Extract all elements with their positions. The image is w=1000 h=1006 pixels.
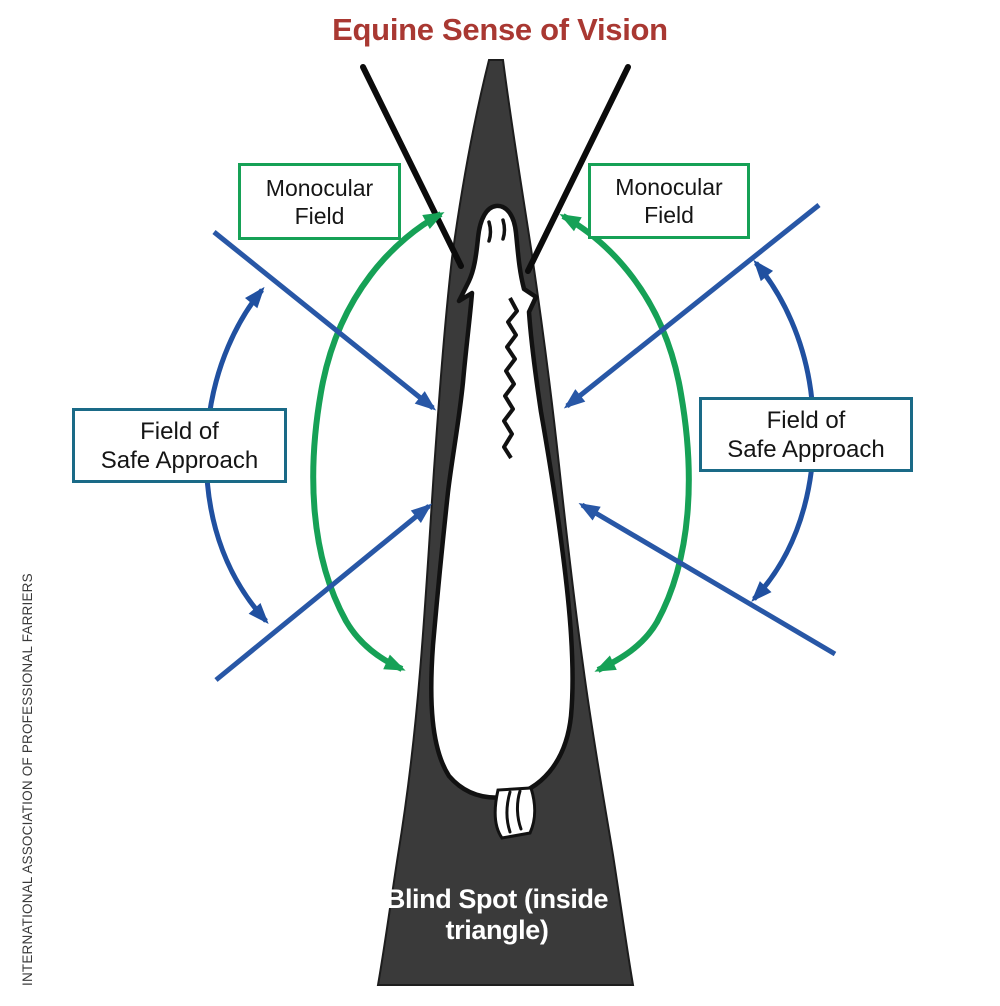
- monocular-field-label-left: Monocular Field: [238, 163, 401, 240]
- blind-spot-line2: (inside triangle): [445, 884, 609, 945]
- monocular-field-right-line2: Field: [644, 202, 694, 228]
- monocular-field-right-line1: Monocular: [615, 174, 723, 200]
- monocular-field-arc-right: [559, 213, 692, 673]
- safe-approach-right-line2: Safe Approach: [727, 435, 885, 463]
- safe-approach-arrow-upper-left: [212, 230, 437, 411]
- binocular-boundary-line-right: [525, 64, 631, 274]
- safe-approach-right-line1: Field of: [766, 406, 846, 434]
- safe-approach-left-line1: Field of: [140, 417, 219, 445]
- horse-tail: [493, 786, 537, 840]
- horse-mane-line: [502, 297, 519, 460]
- monocular-field-label-right: Monocular Field: [588, 163, 750, 239]
- monocular-field-left-line2: Field: [294, 202, 345, 229]
- attribution-vertical-text: INTERNATIONAL ASSOCIATION OF PROFESSIONA…: [20, 573, 35, 986]
- monocular-field-left-line1: Monocular: [265, 174, 374, 201]
- safe-approach-arrow-lower-left: [214, 503, 433, 682]
- safe-approach-arrow-upper-right: [563, 203, 821, 409]
- blind-spot-label: Blind Spot (inside triangle): [372, 884, 622, 946]
- safe-approach-label-right: Field of Safe Approach: [699, 397, 913, 472]
- safe-approach-arrow-lower-right: [578, 502, 837, 657]
- binocular-boundary-line-left: [360, 64, 464, 269]
- blind-spot-line1: Blind Spot: [385, 884, 517, 914]
- safe-approach-left-line2: Safe Approach: [100, 446, 259, 474]
- horse-tail-strokes: [505, 789, 523, 834]
- horse-figure: [429, 203, 575, 800]
- page-title: Equine Sense of Vision: [332, 12, 668, 47]
- horse-head-marks: [487, 218, 507, 243]
- monocular-field-arc-left: [310, 211, 445, 672]
- safe-approach-label-left: Field of Safe Approach: [72, 408, 287, 483]
